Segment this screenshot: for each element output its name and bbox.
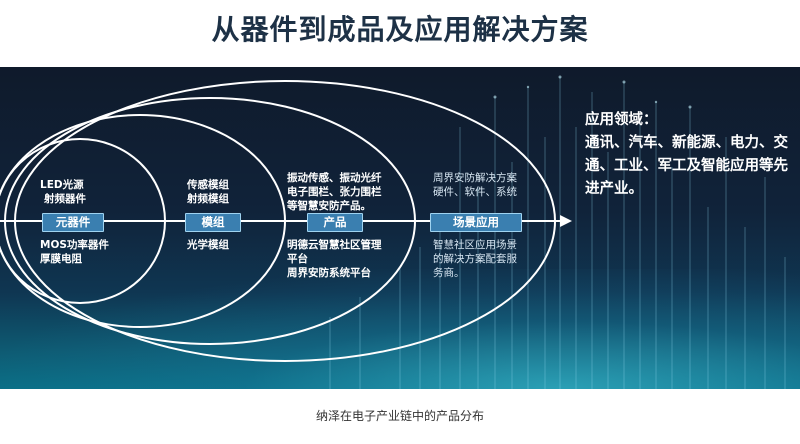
tag-scenarios: 场景应用: [430, 213, 522, 232]
page-title: 从器件到成品及应用解决方案: [211, 13, 589, 46]
axis-arrow-head: [560, 215, 572, 227]
figure-caption: 纳泽在电子产业链中的产品分布: [315, 409, 484, 423]
scenarios-above-text: 周界安防解决方案 硬件、软件、系统: [433, 171, 517, 199]
products-above-text: 振动传感、振动光纤 电子围栏、张力围栏 等智慧安防产品。: [287, 171, 382, 213]
modules-above-text: 传感模组 射频模组: [187, 178, 229, 206]
modules-item: 光学模组: [187, 239, 229, 251]
application-body: 通讯、汽车、新能源、电力、交通、工业、军工及智能应用等先进产业。: [585, 135, 788, 197]
tag-products: 产品: [307, 213, 363, 232]
products-item: 振动传感、振动光纤: [287, 172, 382, 184]
products-item: 周界安防系统平台: [287, 267, 371, 279]
tag-components: 元器件: [42, 213, 104, 232]
application-heading: 应用领域：: [585, 112, 658, 128]
modules-item: 射频模组: [187, 193, 229, 205]
diagram-panel: LED光源 射频器件 元器件 MOS功率器件 厚膜电阻 传感模组 射频模组 模组…: [0, 67, 800, 389]
components-item: MOS功率器件: [40, 239, 109, 251]
components-item: 厚膜电阻: [40, 253, 82, 265]
components-above-text: LED光源 射频器件: [40, 178, 86, 206]
products-item: 平台: [287, 253, 308, 265]
scenarios-item: 周界安防解决方案: [433, 172, 517, 184]
products-item: 明德云智慧社区管理: [287, 239, 382, 251]
products-below-text: 明德云智慧社区管理 平台 周界安防系统平台: [287, 238, 382, 280]
light-rays-background: [329, 75, 786, 389]
scenarios-below-text: 智慧社区应用场景 的解决方案配套服 务商。: [433, 238, 517, 280]
components-item: LED光源: [40, 179, 84, 191]
scenarios-item: 务商。: [433, 267, 465, 279]
modules-item: 传感模组: [187, 179, 229, 191]
components-item: 射频器件: [44, 193, 86, 205]
scenarios-item: 智慧社区应用场景: [433, 239, 517, 251]
scenarios-item: 的解决方案配套服: [433, 253, 517, 265]
products-item: 电子围栏、张力围栏: [287, 186, 382, 198]
scenarios-item: 硬件、软件、系统: [433, 186, 517, 198]
tag-modules: 模组: [185, 213, 241, 232]
products-item: 等智慧安防产品。: [287, 200, 371, 212]
components-below-text: MOS功率器件 厚膜电阻: [40, 238, 109, 266]
background-glow: [0, 269, 800, 389]
application-fields: 应用领域： 通讯、汽车、新能源、电力、交通、工业、军工及智能应用等先进产业。: [585, 109, 790, 201]
modules-below-text: 光学模组: [187, 238, 229, 252]
